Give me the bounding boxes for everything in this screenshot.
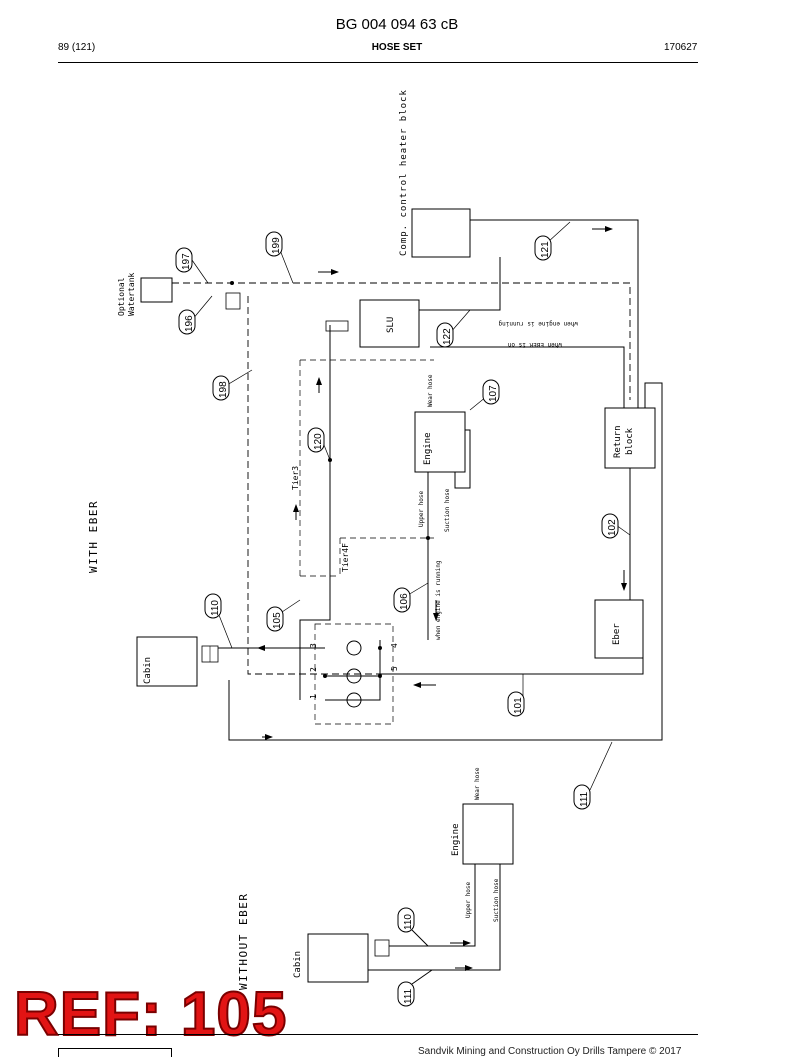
cabin-label: Cabin (143, 657, 153, 684)
note-when-engine-running-side: when engine is running (435, 560, 442, 640)
suction-hose-label-2: Suction hose (493, 878, 500, 922)
return-block-label-line2: block (625, 427, 635, 455)
tier3-label: Tier3 (291, 466, 300, 490)
cabin-without-eber: Cabin (293, 933, 390, 983)
callout-106: 106 (393, 587, 411, 613)
hose-lines (218, 219, 663, 741)
svg-text:111: 111 (403, 988, 414, 1004)
return-block: Return block (604, 407, 656, 469)
svg-text:121: 121 (540, 241, 551, 258)
port-5: 5 (390, 666, 399, 671)
wear-hose-label-2: Wear hose (474, 767, 481, 800)
port-3: 3 (309, 643, 318, 648)
without-eber-title: WITHOUT EBER (237, 893, 250, 990)
svg-text:110: 110 (403, 914, 414, 930)
footer-rule (58, 1034, 698, 1035)
section-title: HOSE SET (371, 42, 423, 53)
dashed-circuit (172, 282, 631, 675)
port-1: 1 (309, 694, 318, 699)
callout-101: 101 (507, 691, 525, 717)
header-rule (58, 62, 698, 63)
callout-111: 111 (573, 784, 591, 810)
slu-unit: SLU (359, 299, 420, 348)
callout-196: 196 (178, 309, 196, 335)
callout-122: 122 (436, 322, 454, 348)
engine-label: Engine (423, 432, 433, 465)
valve-symbols (225, 292, 349, 332)
svg-text:199: 199 (271, 237, 282, 254)
svg-text:198: 198 (218, 381, 229, 398)
svg-text:120: 120 (313, 433, 324, 450)
tier4f-label: Tier4F (341, 543, 350, 572)
note-when-eber-on: when EBER is on (507, 341, 562, 348)
tier-regions (299, 359, 434, 725)
engine-without-eber: Engine Wear hose Upper hose Suction hose (451, 767, 514, 922)
watertank-label-line2: Watertank (127, 272, 136, 316)
pump-assembly (346, 640, 362, 708)
with-eber-title: WITH EBER (87, 500, 100, 573)
comp-control-heater-block: Comp. control heater block (399, 89, 471, 258)
port-2: 2 (309, 667, 318, 672)
document-number: BG 004 094 63 cB (335, 16, 459, 33)
callout-121: 121 (534, 235, 552, 261)
wear-hose-label: Wear hose (427, 374, 434, 407)
svg-text:106: 106 (399, 593, 410, 610)
return-block-label-line1: Return (613, 425, 623, 458)
ref-stamp: REF: 105 (13, 980, 288, 1049)
callout-110: 110 (204, 593, 222, 619)
callout-111-without: 111 (397, 981, 415, 1007)
footer-copyright: Sandvik Mining and Construction Oy Drill… (418, 1046, 682, 1057)
slu-label: SLU (386, 317, 396, 333)
flow-arrows (257, 226, 627, 740)
page-number: 89 (121) (58, 42, 96, 53)
svg-text:107: 107 (488, 385, 499, 402)
callout-107: 107 (482, 379, 500, 405)
note-when-engine-running-top: when engine is running (498, 320, 578, 327)
svg-text:105: 105 (272, 612, 283, 629)
svg-text:102: 102 (607, 519, 618, 536)
callout-199: 199 (265, 231, 283, 257)
svg-text:196: 196 (184, 315, 195, 332)
callout-120: 120 (307, 427, 325, 453)
svg-text:110: 110 (210, 600, 221, 616)
watertank-label-line1: Optional (117, 277, 126, 316)
port-4: 4 (390, 643, 399, 648)
callout-102: 102 (601, 513, 619, 539)
engine-label-2: Engine (451, 823, 461, 856)
svg-text:122: 122 (442, 328, 453, 345)
cabin-with-eber: Cabin (136, 636, 219, 687)
optional-watertank: Optional Watertank (117, 272, 173, 316)
callout-leaders (191, 221, 631, 791)
engine-with-eber: Engine Wear hose Upper hose Suction hose (414, 374, 466, 532)
document-date: 170627 (664, 42, 698, 53)
callout-197: 197 (175, 247, 193, 273)
upper-hose-label: Upper hose (418, 490, 425, 527)
eber-label: Eber (612, 623, 622, 645)
callout-105: 105 (266, 606, 284, 632)
svg-text:197: 197 (181, 253, 192, 270)
upper-hose-label-2: Upper hose (465, 881, 472, 918)
suction-hose-label: Suction hose (444, 488, 451, 532)
callout-110-without: 110 (397, 907, 415, 933)
eber-unit: Eber (594, 599, 644, 659)
callout-198: 198 (212, 375, 230, 401)
svg-text:101: 101 (513, 697, 524, 714)
hose-lines-without-eber (368, 864, 501, 985)
comp-control-label: Comp. control heater block (399, 89, 409, 256)
junction-dots (230, 281, 430, 678)
cabin-label-2: Cabin (293, 951, 303, 978)
svg-text:111: 111 (579, 791, 590, 807)
